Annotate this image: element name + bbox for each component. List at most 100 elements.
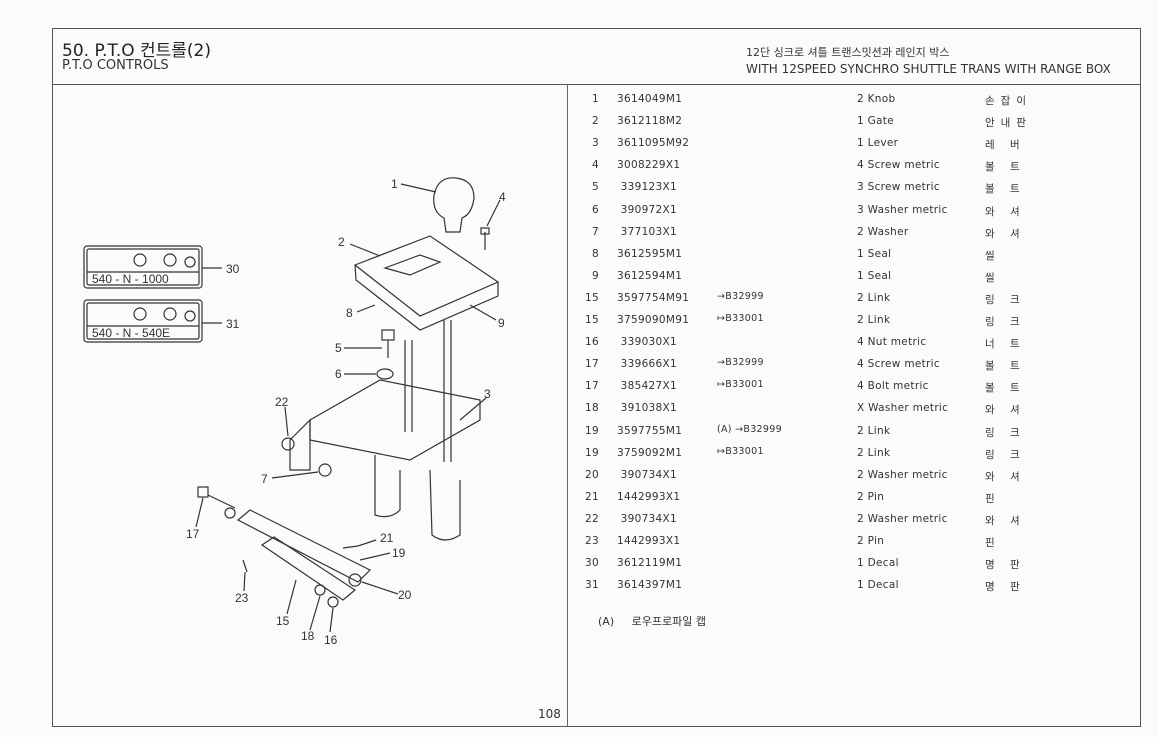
qty-description: 2 Link xyxy=(857,314,891,326)
qty-description: 2 Link xyxy=(857,446,891,459)
qty-description: 2 Pin xyxy=(857,535,885,547)
part-number: 3611095M92 xyxy=(617,137,690,150)
callout-18: 18 xyxy=(301,629,315,643)
header-divider xyxy=(52,84,1141,85)
korean-name: 와 셔 xyxy=(985,227,1026,240)
item-number: 23 xyxy=(585,535,599,547)
part-number: 1442993X1 xyxy=(617,490,681,503)
decal-31-text: 540 - N - 540E xyxy=(92,326,170,340)
qty-description: 3 Screw metric xyxy=(857,181,940,194)
item-number: 15 xyxy=(585,291,599,304)
korean-name: 명 판 xyxy=(985,581,1026,594)
qty-description: 2 Pin xyxy=(857,490,885,503)
korean-name: 핀 xyxy=(985,537,1001,549)
qty-description: 2 Link xyxy=(857,424,891,437)
callout-8: 8 xyxy=(346,306,353,320)
korean-name: 링 크 xyxy=(985,448,1026,461)
link-15 xyxy=(260,536,357,601)
item-number: 19 xyxy=(585,424,599,437)
korean-name: 씰 xyxy=(985,249,1001,262)
page-number: 108 xyxy=(538,707,561,721)
korean-name: 링 크 xyxy=(985,293,1026,306)
item-number: 21 xyxy=(585,490,599,503)
column-divider xyxy=(567,84,568,727)
footnote: (A) 로우프로파일 캡 xyxy=(598,613,720,629)
korean-name: 명 판 xyxy=(985,559,1026,572)
item-number: 15 xyxy=(585,314,599,326)
decal-30: 540 - N - 1000 xyxy=(83,245,203,289)
qty-description: 1 Decal xyxy=(857,557,899,570)
decal-30-text: 540 - N - 1000 xyxy=(92,272,169,286)
part-number: 3597754M91 xyxy=(617,291,690,304)
link-19 xyxy=(236,509,372,583)
footnote-text: 로우프로파일 캡 xyxy=(631,615,706,628)
korean-name: 레 버 xyxy=(985,139,1026,152)
korean-name: 너 트 xyxy=(985,338,1026,351)
serial-note: ↦B33001 xyxy=(717,313,764,324)
part-number: 339030X1 xyxy=(617,336,677,349)
part-number: 3008229X1 xyxy=(617,159,681,172)
qty-description: 1 Seal xyxy=(857,247,892,260)
item-number: 17 xyxy=(585,380,599,393)
lever-bracket xyxy=(309,379,481,461)
korean-name: 와 셔 xyxy=(985,470,1026,483)
callout-2: 2 xyxy=(338,235,345,249)
qty-description: 2 Washer xyxy=(857,225,909,238)
qty-description: X Washer metric xyxy=(857,402,949,415)
part-number: 3614397M1 xyxy=(617,579,683,592)
korean-name: 볼 트 xyxy=(985,161,1026,174)
korean-name: 와 셔 xyxy=(985,404,1026,417)
item-number: 31 xyxy=(585,579,599,592)
qty-description: 4 Screw metric xyxy=(857,159,940,172)
callout-16: 16 xyxy=(324,633,338,647)
part-number: 3759092M1 xyxy=(617,446,683,459)
part-number: 3612595M1 xyxy=(617,247,683,260)
decal-31: 540 - N - 540E xyxy=(83,299,203,343)
qty-description: 4 Nut metric xyxy=(857,336,927,349)
callout-3: 3 xyxy=(484,387,491,401)
part-number: 385427X1 xyxy=(617,380,677,393)
part-number: 3612118M2 xyxy=(617,115,683,128)
callout-5: 5 xyxy=(335,341,342,355)
english-description: WITH 12SPEED SYNCHRO SHUTTLE TRANS WITH … xyxy=(746,62,1111,76)
callout-1: 1 xyxy=(391,177,398,191)
qty-description: 4 Screw metric xyxy=(857,358,940,371)
part-number: 1442993X1 xyxy=(617,535,681,547)
qty-description: 4 Bolt metric xyxy=(857,380,929,393)
item-number: 7 xyxy=(592,225,599,238)
item-number: 18 xyxy=(585,402,599,415)
item-number: 20 xyxy=(585,468,599,481)
part-number: 339123X1 xyxy=(617,181,677,194)
korean-name: 손잡이 xyxy=(985,95,1032,107)
korean-name: 안내판 xyxy=(985,117,1032,130)
item-number: 3 xyxy=(592,137,599,150)
qty-description: 2 Link xyxy=(857,291,891,304)
korean-name: 핀 xyxy=(985,492,1001,505)
page-frame xyxy=(52,28,1141,727)
qty-description: 2 Washer metric xyxy=(857,468,948,481)
qty-description: 1 Seal xyxy=(857,269,892,282)
callout-31: 31 xyxy=(226,317,240,331)
footnote-mark: (A) xyxy=(598,615,615,628)
exploded-diagram: 540 - N - 1000 540 - N - 540E 1 4 2 xyxy=(83,177,506,647)
callout-20: 20 xyxy=(398,588,412,602)
item-number: 30 xyxy=(585,557,599,570)
korean-name: 링 크 xyxy=(985,426,1026,439)
qty-description: 2 Knob xyxy=(857,93,896,105)
callout-23: 23 xyxy=(235,591,249,605)
serial-note: →B32999 xyxy=(717,290,764,302)
gate xyxy=(353,235,500,331)
part-number: 377103X1 xyxy=(617,225,677,238)
knob xyxy=(433,177,475,233)
korean-name: 볼 트 xyxy=(985,183,1026,196)
callout-9: 9 xyxy=(498,316,505,330)
page-title: 50. P.T.O 컨트롤(2) xyxy=(62,41,212,61)
qty-description: 1 Lever xyxy=(857,137,899,150)
part-number: 390734X1 xyxy=(617,512,677,525)
callout-19: 19 xyxy=(392,546,406,560)
callout-6: 6 xyxy=(335,367,342,381)
item-number: 9 xyxy=(592,269,599,282)
korean-name: 링 크 xyxy=(985,316,1026,328)
qty-description: 1 Decal xyxy=(857,579,899,592)
korean-name: 와 셔 xyxy=(985,514,1026,527)
